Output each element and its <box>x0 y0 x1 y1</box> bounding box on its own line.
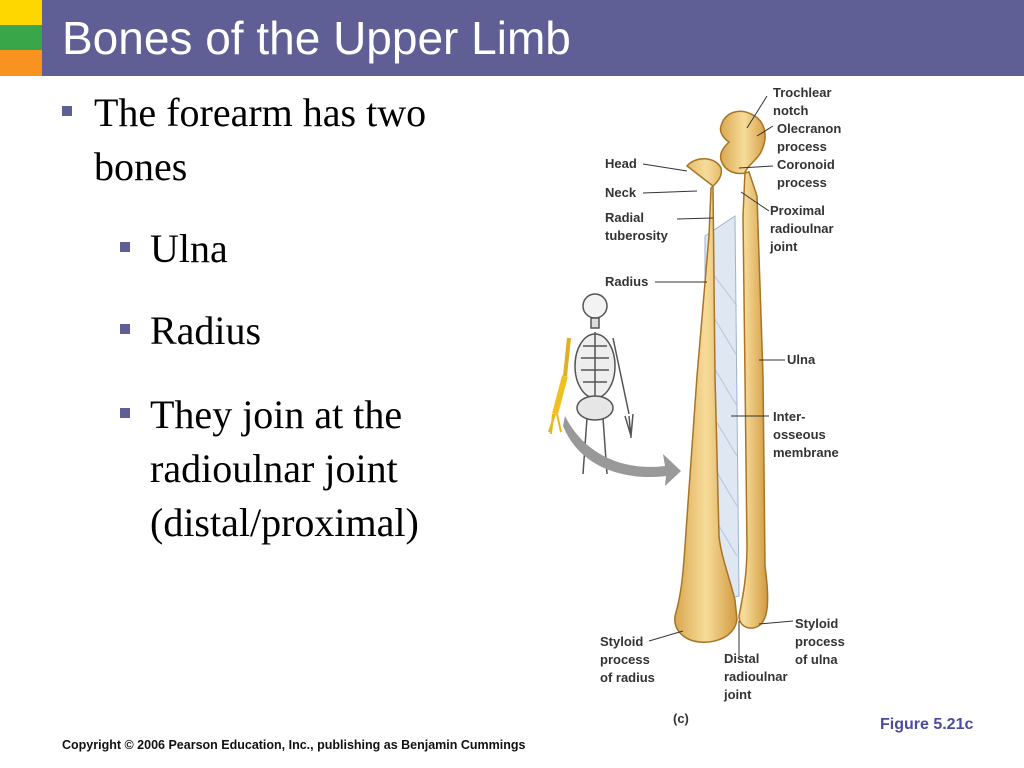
bullet-text: The forearm has two bones <box>94 90 427 189</box>
label-proximal-joint-1: Proximal <box>770 203 825 218</box>
label-trochlear-notch-1: Trochlear <box>773 85 832 100</box>
svg-text:Distal: Distal <box>724 651 759 666</box>
svg-text:radioulnar: radioulnar <box>770 221 834 236</box>
label-styloid-ulna-1: Styloid <box>795 616 838 631</box>
bullet-item: Radius <box>120 304 510 358</box>
title-bar <box>42 0 1024 76</box>
ulna-bone <box>719 110 769 629</box>
svg-text:Trochlear: Trochlear <box>773 85 832 100</box>
bullet-text: Radius <box>150 308 262 353</box>
svg-text:Styloid: Styloid <box>600 634 643 649</box>
radius-bone <box>674 158 738 643</box>
label-distal-joint-1: Distal <box>724 651 759 666</box>
svg-text:process: process <box>600 652 650 667</box>
bullet-text: They join at the radioulnar joint (dista… <box>150 392 419 545</box>
svg-text:membrane: membrane <box>773 445 839 460</box>
svg-text:radioulnar: radioulnar <box>724 669 788 684</box>
svg-text:Radial: Radial <box>605 210 644 225</box>
label-radial-tuberosity-2: tuberosity <box>605 228 669 243</box>
slide-title: Bones of the Upper Limb <box>62 12 571 64</box>
label-olecranon-2: process <box>777 139 827 154</box>
accent-square-green <box>0 25 42 50</box>
label-distal-joint-2: radioulnar <box>724 669 788 684</box>
accent-square-yellow <box>0 0 42 25</box>
label-radial-tuberosity-1: Radial <box>605 210 644 225</box>
label-interosseous-1: Inter- <box>773 409 806 424</box>
label-styloid-radius-1: Styloid <box>600 634 643 649</box>
label-trochlear-notch-2: notch <box>773 103 808 118</box>
label-distal-joint-3: joint <box>723 687 752 702</box>
label-head: Head <box>605 156 637 171</box>
bullet-item: Ulna <box>120 222 510 276</box>
label-styloid-radius-3: of radius <box>600 670 655 685</box>
bullet-marker <box>120 242 130 252</box>
svg-text:Coronoid: Coronoid <box>777 157 835 172</box>
svg-text:of radius: of radius <box>600 670 655 685</box>
bullet-marker <box>120 408 130 418</box>
svg-text:process: process <box>795 634 845 649</box>
label-styloid-radius-2: process <box>600 652 650 667</box>
svg-text:notch: notch <box>773 103 808 118</box>
label-coronoid-2: process <box>777 175 827 190</box>
svg-text:Proximal: Proximal <box>770 203 825 218</box>
label-interosseous-2: osseous <box>773 427 826 442</box>
svg-text:Styloid: Styloid <box>795 616 838 631</box>
label-interosseous-3: membrane <box>773 445 839 460</box>
panel-label: (c) <box>673 711 689 726</box>
label-coronoid-1: Coronoid <box>777 157 835 172</box>
label-ulna: Ulna <box>787 352 816 367</box>
bullet-text: Ulna <box>150 226 228 271</box>
label-styloid-ulna-2: process <box>795 634 845 649</box>
label-styloid-ulna-3: of ulna <box>795 652 838 667</box>
label-olecranon-1: Olecranon <box>777 121 841 136</box>
svg-text:osseous: osseous <box>773 427 826 442</box>
svg-text:Olecranon: Olecranon <box>777 121 841 136</box>
label-proximal-joint-2: radioulnar <box>770 221 834 236</box>
label-radius: Radius <box>605 274 648 289</box>
label-proximal-joint-3: joint <box>769 239 798 254</box>
accent-square-orange <box>0 50 42 76</box>
svg-text:joint: joint <box>769 239 798 254</box>
figure-number: Figure 5.21c <box>880 716 974 733</box>
svg-text:process: process <box>777 139 827 154</box>
arrow-pointer <box>563 416 681 486</box>
copyright-footer: Copyright © 2006 Pearson Education, Inc.… <box>62 738 526 752</box>
label-neck: Neck <box>605 185 637 200</box>
svg-text:of ulna: of ulna <box>795 652 838 667</box>
svg-text:process: process <box>777 175 827 190</box>
bullet-marker <box>120 324 130 334</box>
svg-text:tuberosity: tuberosity <box>605 228 669 243</box>
svg-text:joint: joint <box>723 687 752 702</box>
bullet-marker <box>62 106 72 116</box>
skeleton-thumbnail <box>548 293 634 475</box>
forearm-bones-illustration: Trochlear notch Olecranon process Corono… <box>548 85 845 726</box>
bullet-item: They join at the radioulnar joint (dista… <box>120 388 510 550</box>
bullet-item: The forearm has two bones <box>62 86 492 194</box>
svg-text:Inter-: Inter- <box>773 409 806 424</box>
